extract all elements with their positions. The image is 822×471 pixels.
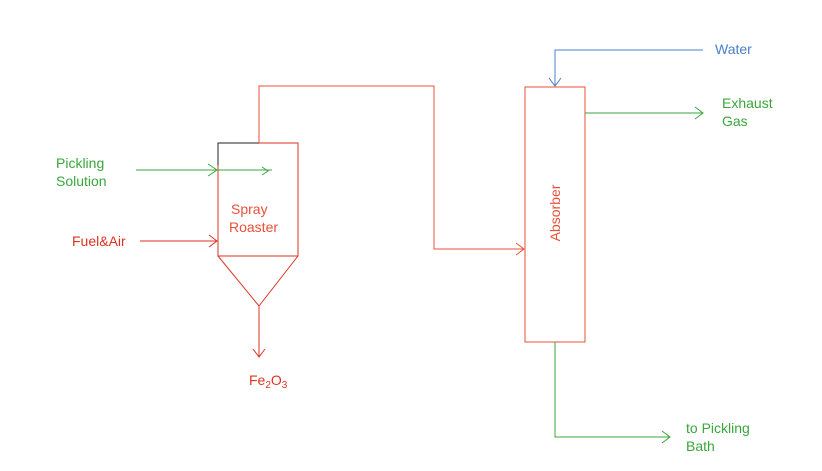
water-label: Water xyxy=(715,41,752,57)
fuel-air-stream xyxy=(140,234,218,248)
absorber-label: Absorber xyxy=(547,184,563,242)
exhaust-gas-stream xyxy=(585,106,704,120)
fuel-air-label: Fuel&Air xyxy=(72,233,126,249)
exhaust-gas-label: Exhaust Gas xyxy=(722,95,773,129)
pickling-solution-label: Pickling Solution xyxy=(56,155,107,189)
spray-roaster-label: Spray Roaster xyxy=(229,201,279,235)
fe2o3-label: Fe2O3 xyxy=(249,372,288,391)
water-stream xyxy=(548,49,703,87)
fe2o3-outlet-line xyxy=(252,306,266,358)
to-pickling-bath-label: to Pickling Bath xyxy=(686,420,750,454)
roaster-gas-line xyxy=(258,85,525,256)
to-bath-stream xyxy=(554,342,671,444)
pickling-solution-stream xyxy=(136,163,272,177)
